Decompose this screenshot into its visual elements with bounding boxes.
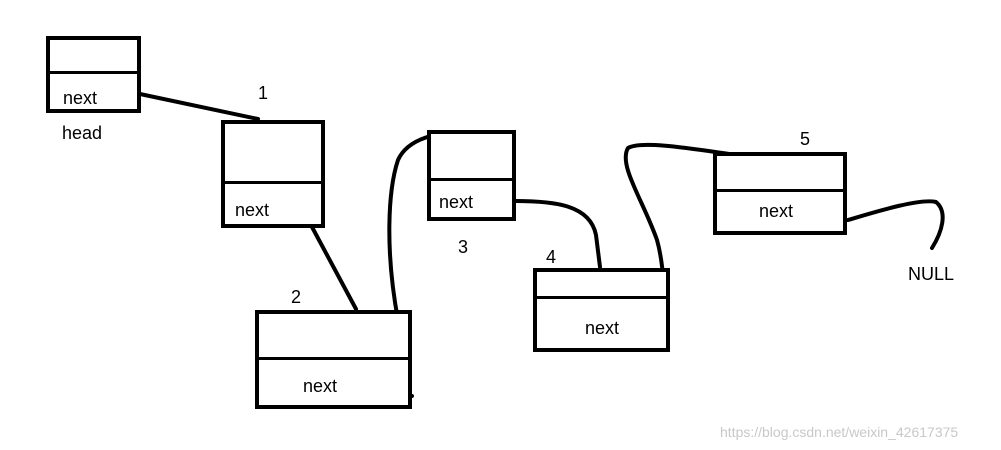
node-1: next: [221, 120, 325, 228]
source-watermark: https://blog.csdn.net/weixin_42617375: [720, 424, 959, 440]
node-4: next: [533, 268, 670, 352]
node-4-number: 4: [546, 247, 557, 267]
node-divider: [535, 296, 668, 299]
next-field-label: next: [235, 200, 270, 220]
node-divider: [257, 357, 410, 360]
next-field-label: next: [759, 201, 794, 221]
node-5: next: [713, 152, 847, 235]
head-label: head: [62, 123, 103, 143]
link-3-to-4: [513, 199, 602, 269]
node-divider: [715, 189, 845, 192]
link-5-to-null: [846, 199, 945, 250]
node-5-number: 5: [800, 129, 811, 149]
node-head: next: [46, 36, 141, 113]
node-3: next: [427, 130, 516, 221]
node-divider: [223, 181, 323, 184]
next-field-label: next: [63, 88, 98, 108]
next-field-label: next: [439, 192, 474, 212]
link-1-to-2: [310, 225, 358, 311]
next-field-label: next: [303, 376, 338, 396]
node-divider: [48, 71, 139, 74]
next-field-label: next: [585, 318, 620, 338]
node-divider: [429, 178, 514, 181]
node-3-number: 3: [458, 237, 469, 257]
node-2-number: 2: [291, 287, 302, 307]
null-terminator: NULL: [908, 264, 955, 284]
link-head-to-1: [138, 92, 260, 121]
node-2: next: [255, 310, 412, 409]
node-1-number: 1: [258, 83, 269, 103]
